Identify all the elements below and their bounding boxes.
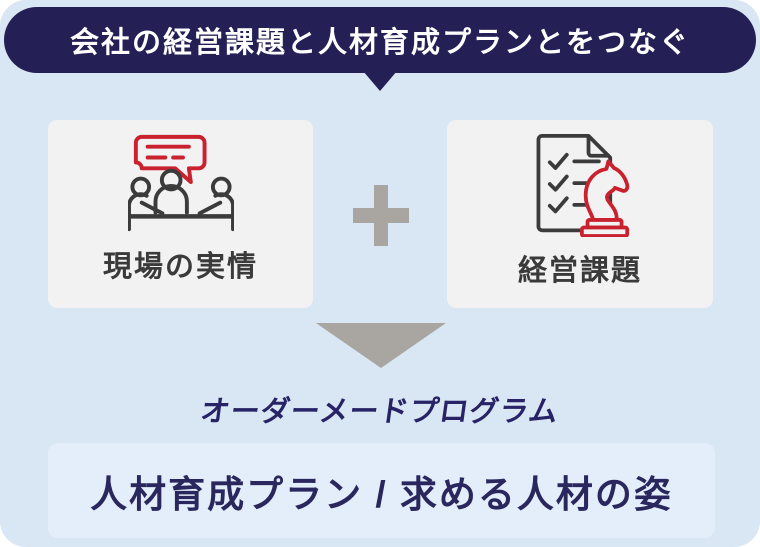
banner: 会社の経営課題と人材育成プランとをつなぐ: [4, 7, 756, 73]
card-management-issues-label: 経営課題: [517, 255, 642, 287]
checklist-knight-icon: [536, 134, 630, 237]
down-arrow-icon: [316, 323, 446, 368]
result-label: 人材育成プラン / 求める人材の姿: [90, 473, 673, 515]
result-card: 人材育成プラン / 求める人材の姿: [48, 443, 715, 538]
card-field-reality-label: 現場の実情: [102, 251, 258, 283]
card-field-reality: 現場の実情: [48, 120, 313, 308]
plus-icon: [353, 185, 409, 246]
meeting-icon: [127, 134, 234, 232]
banner-title: 会社の経営課題と人材育成プランとをつなぐ: [69, 27, 690, 59]
program-title: オーダーメードプログラム: [198, 396, 561, 428]
card-management-issues: 経営課題: [447, 120, 713, 308]
plus-horizontal-bar: [353, 208, 409, 223]
banner-tail-icon: [363, 71, 397, 91]
